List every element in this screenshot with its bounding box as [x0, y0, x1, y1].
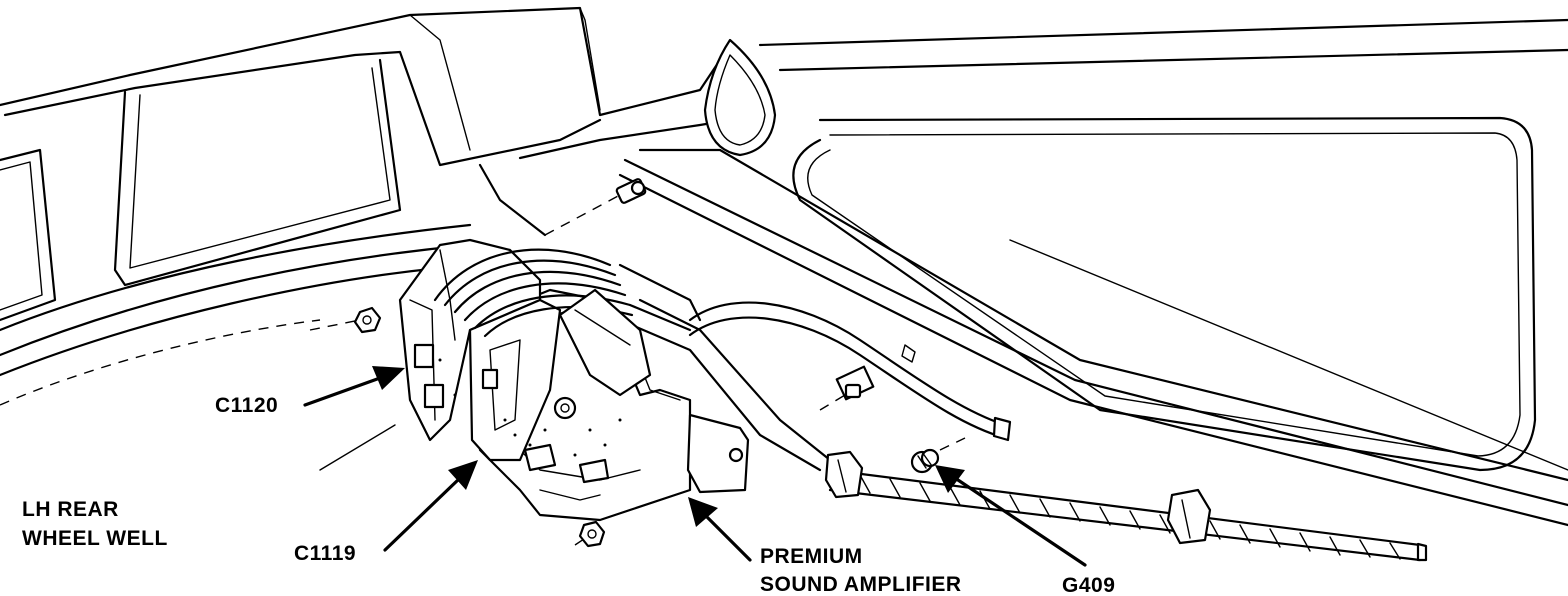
left-nut — [309, 306, 382, 334]
quarter-panel — [618, 18, 1568, 527]
wheel-well-arcs — [0, 223, 472, 471]
callout-arrows — [303, 366, 1087, 567]
label-amplifier-line2: SOUND AMPLIFIER — [760, 573, 962, 596]
wiring-harness — [618, 298, 1428, 562]
label-wheel-well-line1: LH REAR — [22, 498, 119, 521]
arrow-g409 — [935, 465, 1087, 567]
amplifier-assembly — [398, 238, 750, 522]
label-amplifier-line1: PREMIUM — [760, 545, 863, 568]
upper-body-panel — [0, 6, 762, 322]
arrow-c1120 — [303, 366, 405, 407]
fasteners — [309, 178, 966, 548]
bottom-nut — [574, 520, 606, 548]
label-g409: G409 — [1062, 574, 1115, 596]
arrow-c1119 — [383, 460, 478, 552]
label-wheel-well-line2: WHEEL WELL — [22, 527, 168, 550]
upper-stud — [544, 178, 647, 236]
arrow-amplifier — [688, 497, 752, 562]
ground-bolt-g409 — [910, 437, 966, 474]
label-c1120: C1120 — [215, 394, 278, 417]
center-stud — [819, 365, 875, 411]
labels: C1120 C1119 LH REAR WHEEL WELL PREMIUM S… — [22, 394, 1115, 596]
label-c1119: C1119 — [294, 542, 356, 565]
